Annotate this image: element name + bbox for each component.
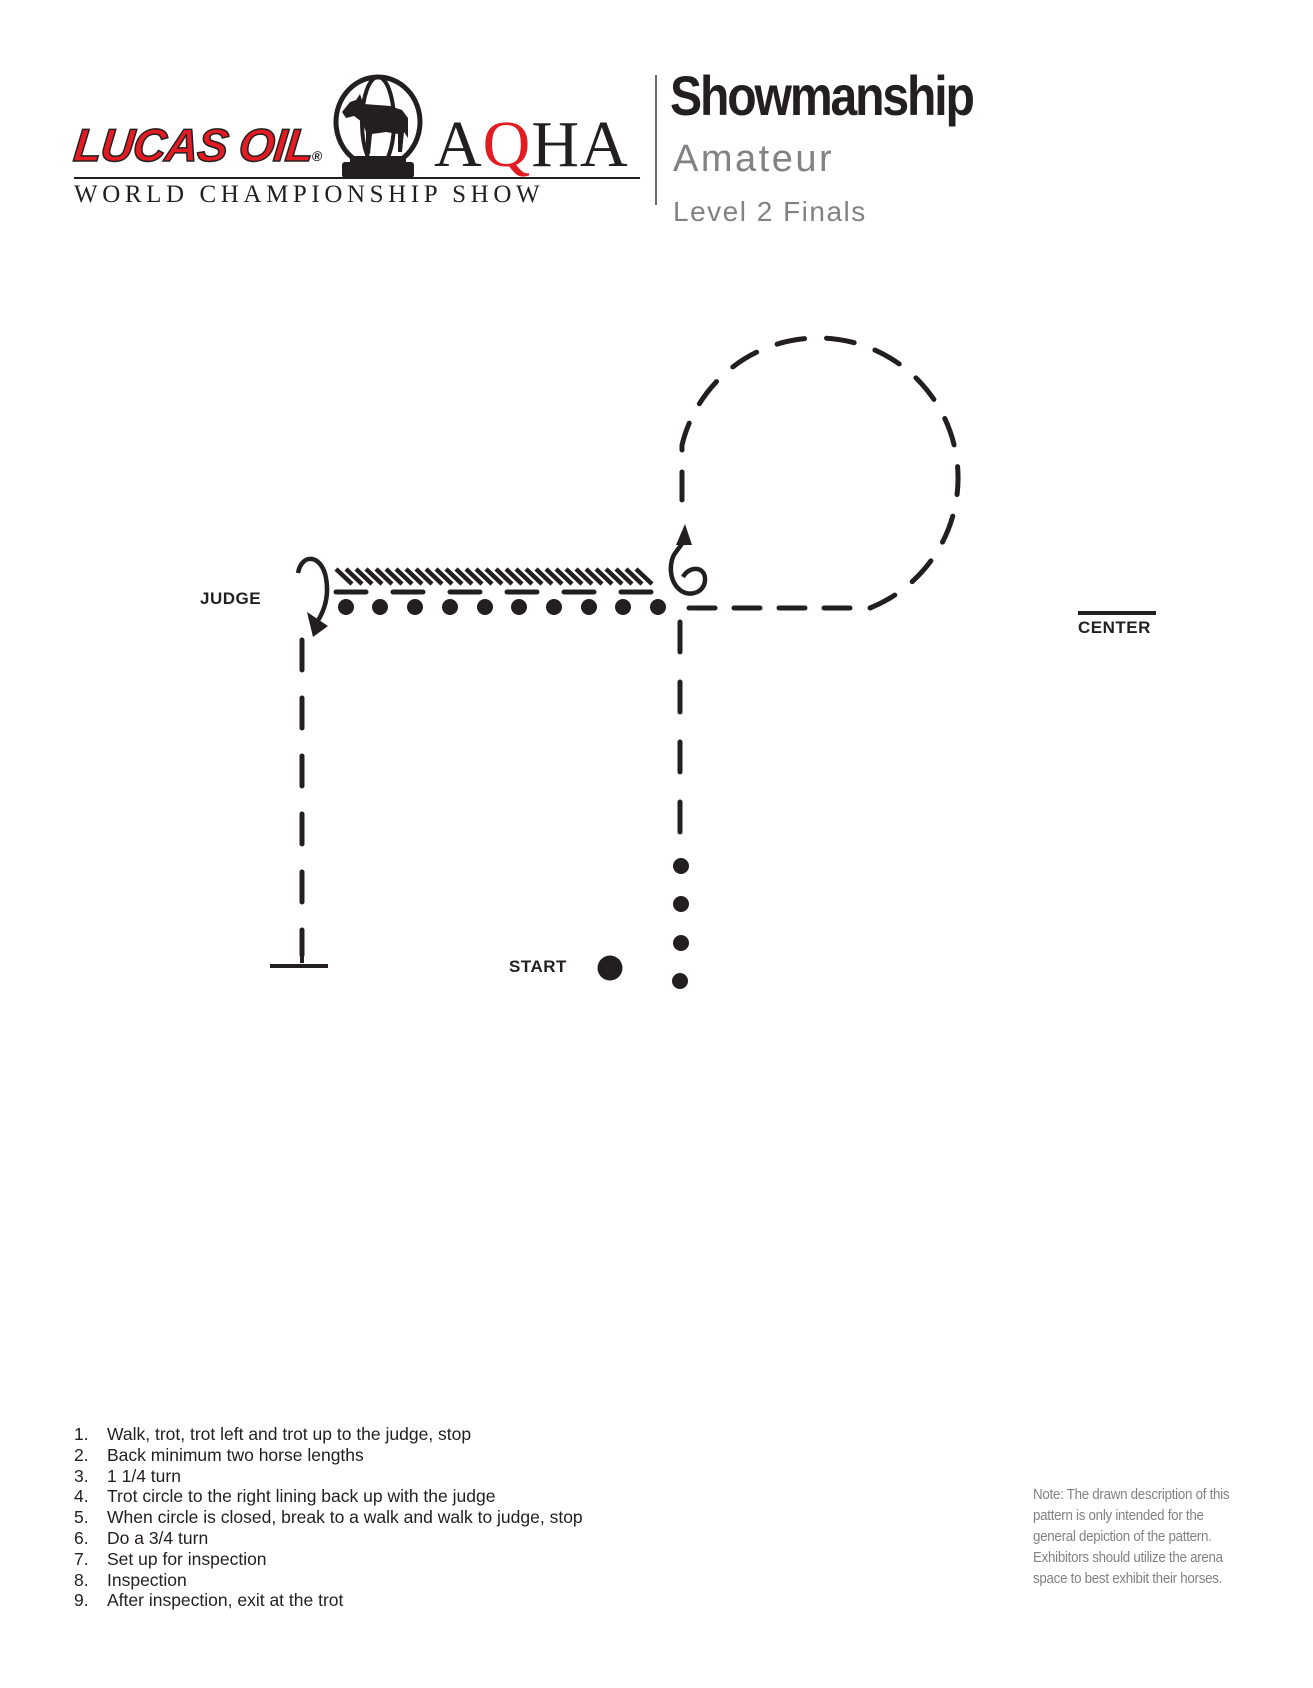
step-number: 2.: [74, 1444, 89, 1465]
division-label: Amateur: [673, 138, 835, 180]
step-number: 7.: [74, 1548, 89, 1569]
step-item: 8. Inspection: [74, 1570, 583, 1591]
step-number: 8.: [74, 1569, 89, 1590]
step-text: Do a 3/4 turn: [107, 1527, 209, 1548]
globe-horse-trophy-icon: [333, 74, 423, 178]
step-item: 6. Do a 3/4 turn: [74, 1528, 583, 1549]
level-label: Level 2 Finals: [673, 196, 867, 227]
judge-label: JUDGE: [200, 589, 262, 608]
step-text: Trot circle to the right lining back up …: [107, 1486, 496, 1507]
step-number: 9.: [74, 1590, 89, 1611]
step-item: 5. When circle is closed, break to a walk…: [74, 1507, 583, 1528]
step-text: When circle is closed, break to a walk a…: [107, 1507, 583, 1528]
step-number: 3.: [74, 1465, 89, 1486]
step-number: 6.: [74, 1527, 89, 1548]
judge-turn-arrow-icon: [295, 556, 330, 637]
step-item: 4. Trot circle to the right lining back u…: [74, 1486, 583, 1507]
step-number: 5.: [74, 1507, 89, 1528]
trot-circle: [679, 335, 961, 611]
step-text: 1 1/4 turn: [107, 1465, 181, 1486]
step-text: Inspection: [107, 1569, 187, 1590]
start-marker-icon: [597, 955, 623, 981]
walk-dots-vertical: [672, 858, 689, 989]
pattern-steps-list: 1. Walk, trot, trot left and trot up to t…: [74, 1424, 583, 1611]
aqha-a: A: [434, 108, 483, 181]
step-number: 1.: [74, 1424, 89, 1444]
disclaimer-note: Note: The drawn description of this patt…: [1033, 1487, 1230, 1587]
step-text: Set up for inspection: [107, 1548, 267, 1569]
quarter-turn-spiral-icon: [668, 524, 708, 596]
step-item: 2. Back minimum two horse lengths: [74, 1445, 583, 1466]
start-label: START: [509, 957, 567, 976]
step-number: 4.: [74, 1486, 89, 1507]
step-item: 9. After inspection, exit at the trot: [74, 1590, 583, 1611]
walk-dots-horizontal: [338, 599, 666, 615]
aqha-ha: HA: [531, 108, 629, 181]
aqha-logo: AQHA: [434, 112, 629, 178]
event-name: WORLD CHAMPIONSHIP SHOW: [74, 181, 545, 208]
step-item: 7. Set up for inspection: [74, 1549, 583, 1570]
logo-rule: [74, 177, 640, 179]
backup-hatch-line: [334, 567, 654, 586]
step-item: 3. 1 1/4 turn: [74, 1466, 583, 1487]
page-title: Showmanship: [670, 64, 975, 127]
aqha-q: Q: [482, 108, 532, 181]
center-label: CENTER: [1078, 618, 1151, 637]
step-text: After inspection, exit at the trot: [107, 1590, 344, 1611]
step-item: 1. Walk, trot, trot left and trot up to t…: [74, 1424, 583, 1445]
step-text: Back minimum two horse lengths: [107, 1444, 364, 1465]
header-divider: [655, 75, 657, 205]
step-text: Walk, trot, trot left and trot up to the…: [107, 1424, 472, 1444]
end-marker-icon: [270, 930, 328, 968]
